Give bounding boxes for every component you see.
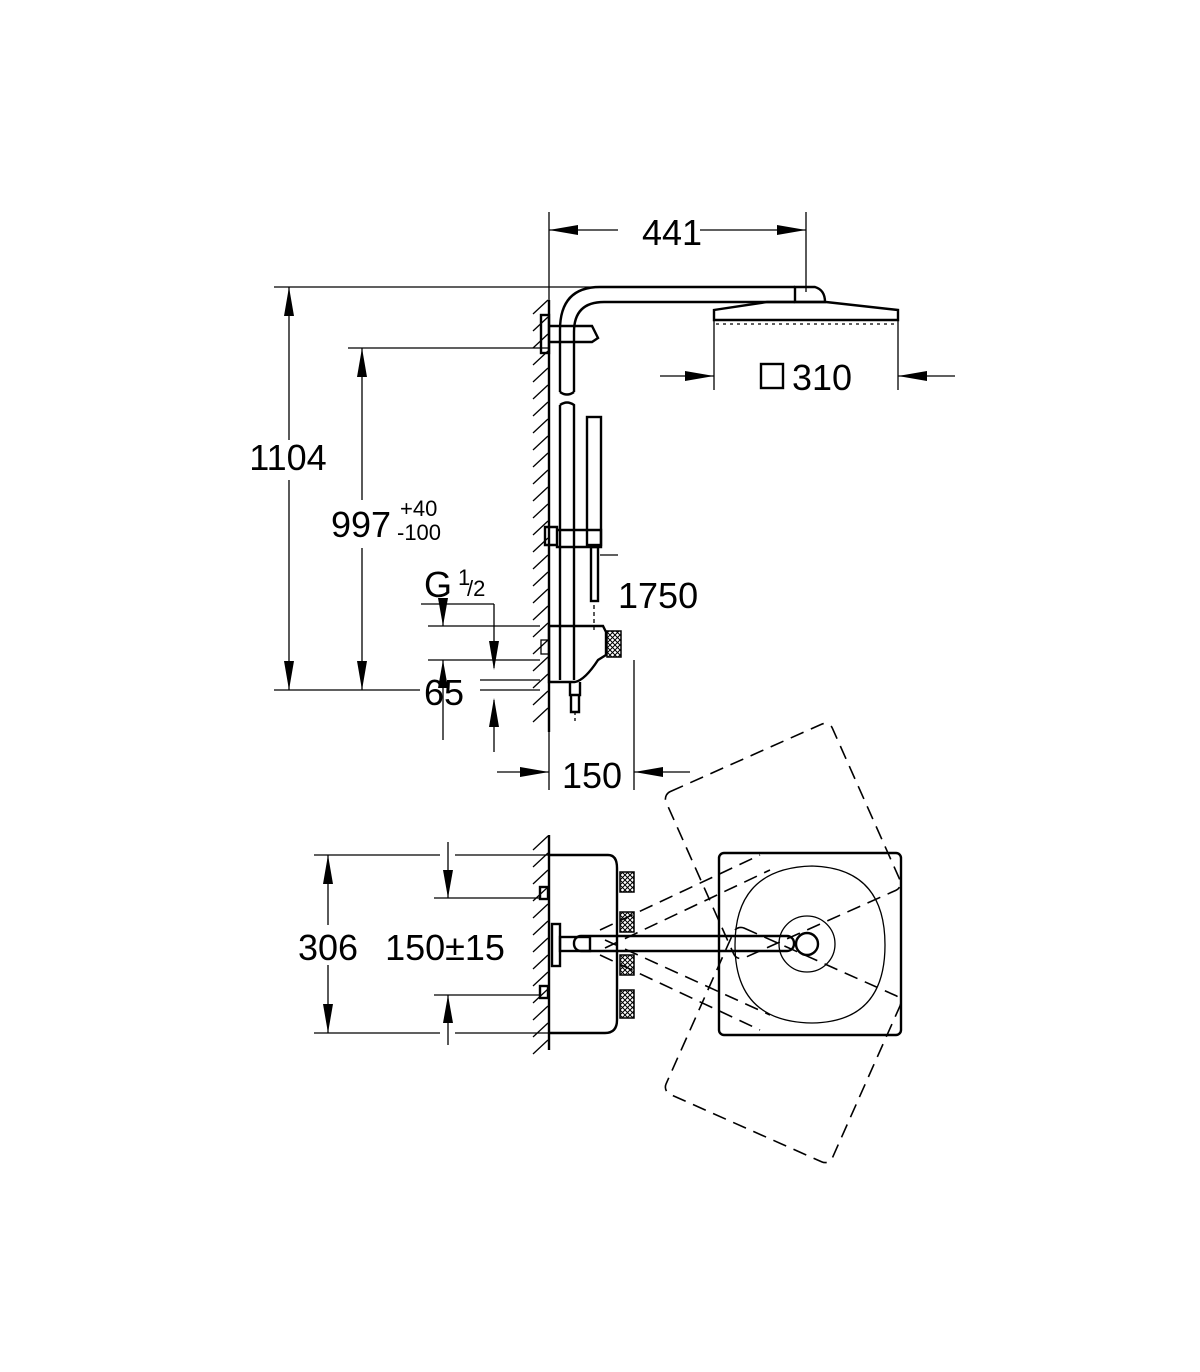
dimension-label: 150±15 xyxy=(385,927,505,968)
hatch-line xyxy=(532,401,549,417)
square-symbol xyxy=(759,362,785,390)
hatch-line xyxy=(532,452,549,468)
dimension-label: 310 xyxy=(792,357,852,398)
shower-arm-top xyxy=(572,934,796,953)
dimension-441: 441 xyxy=(548,212,807,300)
hatch-line xyxy=(532,418,549,434)
tolerance-plus: +40 xyxy=(400,496,437,521)
dimension-65: 65 xyxy=(424,598,540,740)
knob xyxy=(619,954,635,976)
hatch-line xyxy=(532,622,549,638)
hatch-line xyxy=(532,469,549,485)
hatch-line xyxy=(532,673,549,689)
hatch-line xyxy=(532,435,549,451)
hatch-line xyxy=(532,1005,549,1021)
hatch-line xyxy=(532,554,549,570)
dimension-306: 306 xyxy=(298,854,549,1034)
tolerance-minus: -100 xyxy=(397,520,441,545)
hatch-line xyxy=(532,707,549,723)
hatch-line xyxy=(532,1022,549,1038)
thermostat-body-top xyxy=(549,853,619,1035)
hatch-line xyxy=(532,656,549,672)
wall-hatching xyxy=(532,835,549,1055)
dimension-label: 150 xyxy=(562,755,622,796)
hatch-line xyxy=(532,869,549,885)
hatch-line xyxy=(532,1039,549,1055)
thermostat-body xyxy=(540,624,622,722)
hatch-line xyxy=(532,690,549,706)
dimension-150: 150 xyxy=(497,660,690,796)
hatch-line xyxy=(532,299,549,315)
dimension-label: 306 xyxy=(298,927,358,968)
hatch-line xyxy=(532,503,549,519)
thread-fraction-denominator: /2 xyxy=(467,576,485,601)
hatch-line xyxy=(532,971,549,987)
hatch-line xyxy=(532,954,549,970)
shower-head-top xyxy=(717,851,903,1037)
hand-shower: 1750 xyxy=(543,415,698,630)
knob xyxy=(619,871,635,893)
hatch-line xyxy=(532,384,549,400)
dimension-label: 441 xyxy=(642,212,702,253)
thread-callout: G 1 /2 xyxy=(421,564,499,752)
hatch-line xyxy=(532,920,549,936)
top-view: 306 150±15 xyxy=(298,722,903,1164)
hatch-line xyxy=(532,903,549,919)
dimension-label: 997 xyxy=(331,504,391,545)
dimension-label: 1104 xyxy=(249,437,326,478)
hatch-line xyxy=(532,486,549,502)
hatch-line xyxy=(532,367,549,383)
knob xyxy=(619,911,635,933)
dimension-label: 1750 xyxy=(618,575,698,616)
dimension-997: 997 +40 -100 xyxy=(331,347,549,690)
thread-fraction-numerator: 1 xyxy=(458,565,470,590)
side-view: 441 1104 997 +40 -100 xyxy=(249,212,955,796)
shower-arm xyxy=(558,285,827,680)
hatch-line xyxy=(532,571,549,587)
hatch-line xyxy=(532,937,549,953)
dimension-150-15: 150±15 xyxy=(385,842,540,1045)
rotation-range-dashed xyxy=(599,722,902,1164)
wall-hatching xyxy=(532,299,549,723)
hatch-line xyxy=(532,835,549,851)
hatch-line xyxy=(532,588,549,604)
wall-bracket xyxy=(539,313,600,355)
dimension-label: 65 xyxy=(424,672,464,713)
shower-head xyxy=(712,300,900,325)
knob xyxy=(619,989,635,1019)
hatch-line xyxy=(532,605,549,621)
thermostat-knob xyxy=(606,630,622,658)
dimension-310: 310 xyxy=(660,320,955,398)
dimension-1104: 1104 xyxy=(249,286,600,691)
hatch-line xyxy=(532,520,549,536)
